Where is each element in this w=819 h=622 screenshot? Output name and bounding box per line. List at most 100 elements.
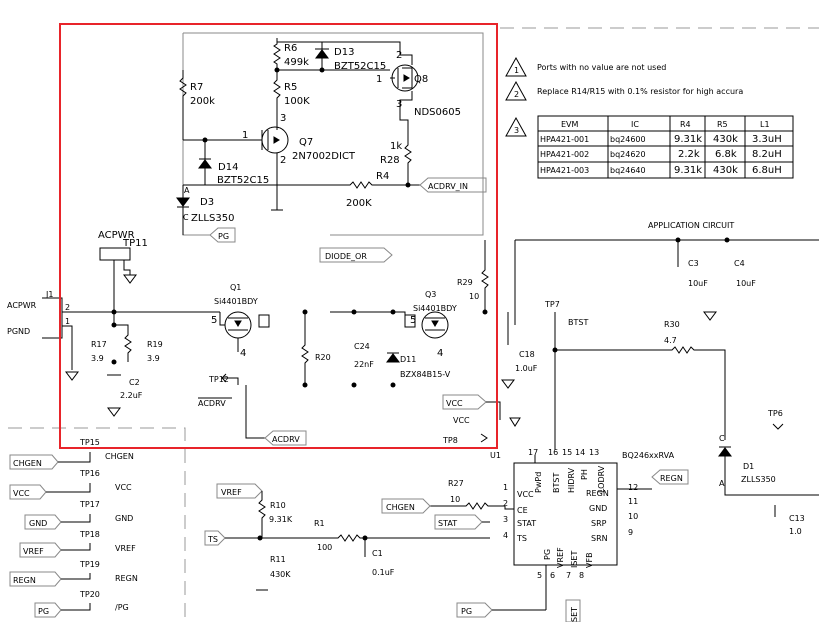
u1-ic-body [513, 462, 618, 566]
c24-value: 22nF [354, 360, 374, 369]
j1-connector [42, 297, 63, 339]
r6-resistor [273, 42, 281, 70]
r17-ref: R17 [91, 340, 107, 349]
j1-ref: J1 [45, 290, 53, 299]
acdrv-netlabel [264, 430, 307, 446]
r4-ref: R4 [376, 171, 389, 182]
td-1-2: 2.2k [678, 149, 700, 160]
u1-pin10-num: 10 [628, 512, 638, 521]
u1-pin12-num: 12 [628, 483, 638, 492]
u1-pin3-num: 3 [503, 515, 508, 524]
q8-ref: Q8 [414, 74, 428, 85]
r17-r19-resistors [113, 312, 132, 362]
d13-value: BZT52C15 [334, 61, 386, 72]
q3-pin5: 5 [410, 315, 416, 326]
tp6-ref: TP6 [767, 409, 783, 418]
note3-num: 3 [514, 126, 519, 135]
q3-mosfet [421, 311, 449, 339]
note2-triangle [505, 80, 527, 101]
pg-netlabel [209, 227, 236, 243]
tp11-ref: TP11 [122, 238, 148, 249]
set-text: SET [570, 607, 579, 622]
q1-pin5: 5 [211, 315, 217, 326]
u1-pin16-name: BTST [552, 473, 561, 493]
u1-pin8-name: VFB [585, 552, 594, 568]
tp17-value: GND [115, 514, 133, 523]
r5-ref: R5 [284, 82, 297, 93]
c4-ref: C4 [734, 259, 745, 268]
acdrv-in-text: ACDRV_IN [428, 182, 468, 191]
c4-value: 10uF [736, 279, 756, 288]
r11-ref: R11 [270, 555, 286, 564]
r28-resistor [404, 140, 412, 185]
wire-r6-d13-top [276, 38, 401, 55]
q1-pin4: 4 [240, 348, 246, 359]
c13-ref: C13 [789, 514, 805, 523]
vcc-netlabel [442, 394, 487, 410]
q8-value: NDS0605 [414, 107, 461, 118]
q3-value: Si4401BDY [413, 304, 457, 313]
d11-ref: D11 [400, 355, 416, 364]
q7-pin3: 3 [280, 113, 286, 124]
note2-num: 2 [514, 90, 519, 99]
c2-ground [107, 407, 121, 417]
td-1-1: bq24620 [610, 150, 646, 159]
u1-pin8-num: 8 [579, 571, 584, 580]
th-evm: EVM [561, 120, 579, 129]
q7-value: 2N7002DICT [292, 151, 356, 162]
j1-ground [65, 371, 79, 381]
td-2-0: HPA421-003 [540, 166, 589, 175]
u1-pin5-num: 5 [537, 571, 542, 580]
th-ic: IC [631, 120, 639, 129]
q3-ref: Q3 [425, 290, 436, 299]
d13-ref: D13 [334, 47, 354, 58]
left-regn-netlabel [9, 571, 62, 587]
d13-diode [315, 49, 329, 59]
note3-triangle [505, 116, 527, 137]
r10-r11-resistors [258, 491, 266, 538]
acdrv-text: ACDRV [272, 435, 300, 444]
c2-ref: C2 [129, 378, 140, 387]
q7-pin2: 2 [280, 155, 286, 166]
r5-value: 100K [284, 96, 310, 107]
r7-resistor [179, 70, 187, 140]
td-0-4: 3.3uH [752, 134, 782, 145]
left-vcc-netlabel [9, 484, 47, 500]
tp12-value: ACDRV [198, 399, 226, 408]
q1-value: Si4401BDY [214, 297, 258, 306]
u1-pin9-num: 9 [628, 528, 633, 537]
c3-ground [703, 311, 717, 321]
u1-pin16-num: 16 [548, 448, 558, 457]
r19-ref: R19 [147, 340, 163, 349]
tp7-ref: TP7 [544, 300, 560, 309]
td-0-1: bq24600 [610, 135, 646, 144]
r1-resistor [225, 534, 490, 542]
acdrv-in-netlabel [419, 177, 487, 193]
tp12-ref: TP12 [208, 375, 229, 384]
u1-pin5-name: PG [543, 549, 552, 560]
left-pg-text: PG [38, 607, 49, 616]
q1-ref: Q1 [230, 283, 241, 292]
u1-pin2-name: CE [517, 506, 528, 515]
d3-pin-c: C [183, 213, 189, 222]
r10-value: 9.31K [269, 515, 293, 524]
left-vref-netlabel [19, 542, 62, 558]
u1-pin12-name: REGN [586, 489, 609, 498]
r30-resistor [555, 346, 726, 440]
regn-text: REGN [660, 474, 683, 483]
stat-netlabel [434, 514, 483, 530]
left-vcc-text: VCC [13, 489, 30, 498]
c24-ref: C24 [354, 342, 370, 351]
j1-pin2: 2 [65, 303, 70, 312]
left-chgen-netlabel [9, 454, 59, 470]
r28-ref: R28 [380, 155, 400, 166]
td-2-3: 430k [713, 165, 738, 176]
d3-ref: D3 [200, 197, 214, 208]
pg-bottom-text: PG [461, 607, 472, 616]
u1-pin7-num: 7 [566, 571, 571, 580]
u1-pin1-num: 1 [503, 483, 508, 492]
r29-resistor [481, 262, 489, 312]
tp8-ref: TP8 [442, 436, 458, 445]
c3-ref: C3 [688, 259, 699, 268]
